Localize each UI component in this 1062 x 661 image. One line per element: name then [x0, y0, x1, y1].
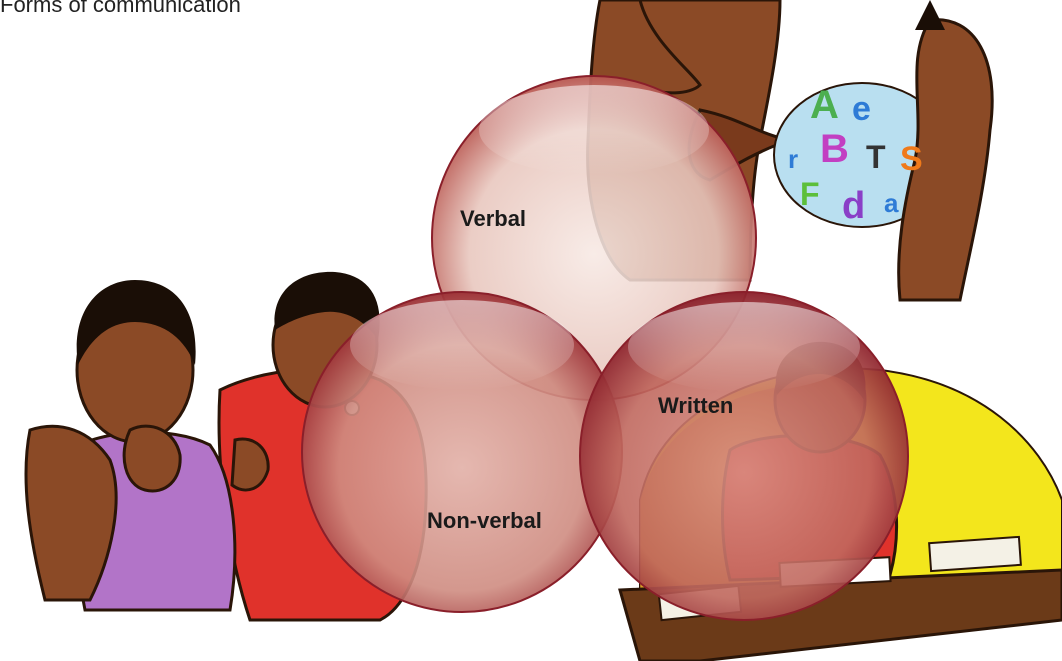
letter-d: d — [842, 185, 865, 227]
clasped-hands — [124, 426, 180, 491]
paper-stack — [929, 537, 1021, 571]
distressed-arms — [26, 426, 116, 600]
letter-F: F — [800, 176, 820, 212]
label-verbal: Verbal — [460, 206, 526, 232]
label-written: Written — [658, 393, 733, 419]
letter-S: S — [900, 140, 923, 178]
letter-T: T — [866, 139, 886, 175]
label-nonverbal: Non-verbal — [427, 508, 542, 534]
hair-tuft — [915, 0, 945, 30]
letter-B: B — [820, 127, 849, 171]
comforter-hand — [232, 439, 268, 490]
letter-A: A — [810, 83, 839, 127]
letter-e: e — [852, 90, 871, 128]
letter-a: a — [884, 188, 899, 218]
letter-r: r — [788, 144, 798, 174]
